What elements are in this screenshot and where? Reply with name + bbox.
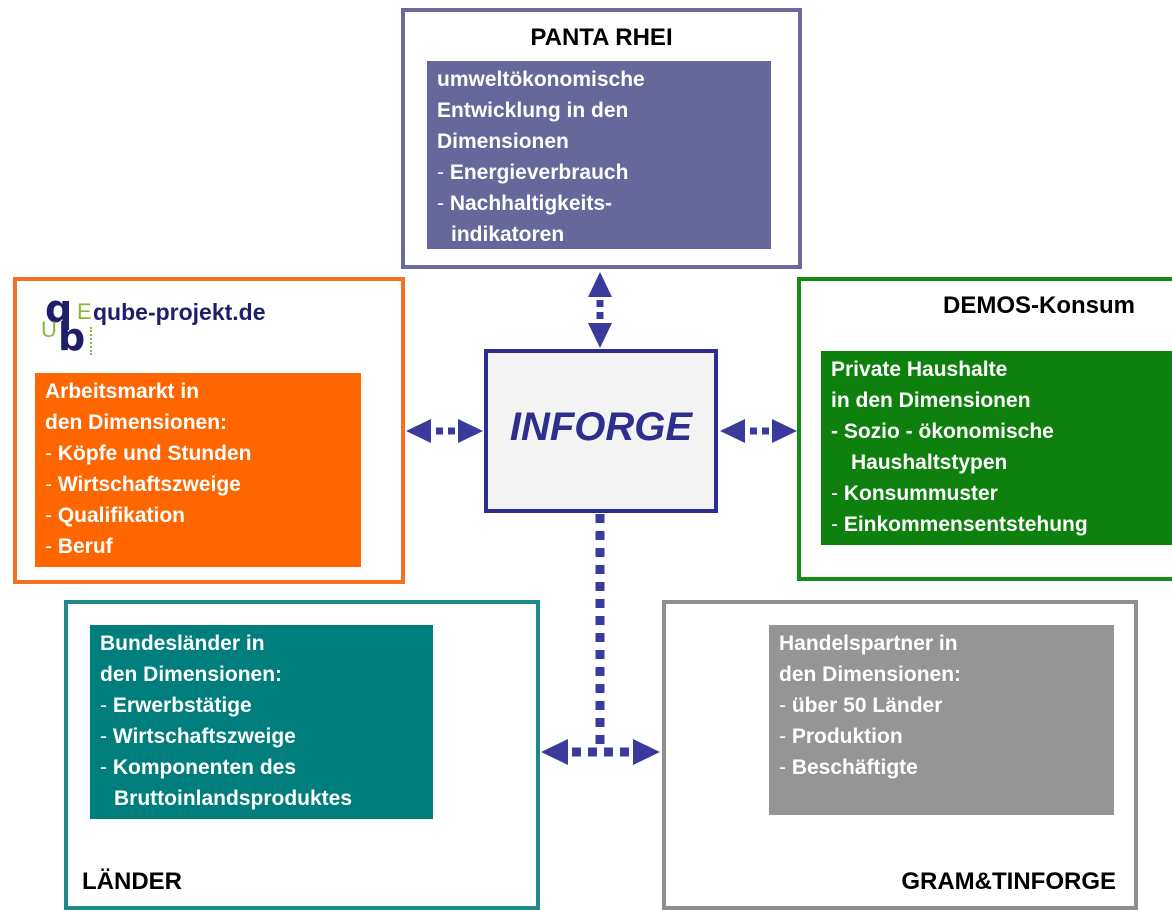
panta-line-1: umweltökonomische — [437, 68, 645, 91]
arrow-laender-gram — [541, 739, 660, 765]
gram-line-3: über 50 Länder — [791, 694, 943, 717]
gram-line-4: Produktion — [791, 725, 903, 748]
demos-line-3: - Sozio - ökonomische — [831, 420, 1054, 443]
gram-tinforge-title: GRAM&TINFORGE — [901, 868, 1116, 895]
panta-line-2: Entwicklung in den — [437, 99, 629, 122]
qube-panel: Arbeitsmarkt in den Dimensionen: - Köpfe… — [35, 373, 361, 567]
panta-line-4: Energieverbrauch — [449, 161, 629, 184]
demos-line-2: in den Dimensionen — [831, 389, 1031, 412]
qube-line-1: Arbeitsmarkt in — [45, 380, 200, 403]
arrow-panta-inforge — [588, 272, 612, 348]
laender-line-6: Bruttoinlandsproduktes — [114, 787, 353, 810]
qube-line-4: Wirtschaftszweige — [57, 473, 241, 496]
gram-tinforge-panel: Handelspartner in den Dimensionen: - übe… — [769, 625, 1114, 815]
gram-line-1: Handelspartner in — [779, 632, 958, 655]
inforge-label: INFORGE — [509, 405, 693, 449]
qube-line-5: Qualifikation — [57, 504, 186, 527]
panta-rhei-title: PANTA RHEI — [530, 24, 673, 51]
gram-tinforge-box: Handelspartner in den Dimensionen: - übe… — [662, 600, 1138, 910]
panta-rhei-box: PANTA RHEI umweltökonomische Entwicklung… — [401, 8, 802, 269]
laender-line-5: Komponenten des — [112, 756, 297, 779]
gram-line-5: Beschäftigte — [791, 756, 918, 779]
demos-konsum-title: DEMOS-Konsum — [943, 292, 1135, 319]
arrow-qube-inforge — [406, 419, 483, 443]
demos-line-5: Konsummuster — [843, 482, 998, 505]
laender-line-3: Erwerbstätige — [112, 694, 252, 717]
laender-title: LÄNDER — [82, 868, 182, 895]
demos-line-1: Private Haushalte — [831, 358, 1008, 381]
qube-line-6: Beruf — [57, 535, 113, 558]
inforge-box: INFORGE — [484, 349, 718, 513]
gram-line-2: den Dimensionen: — [779, 663, 962, 686]
qube-logo-text: qube-projekt.de — [93, 299, 266, 325]
qube-line-2: den Dimensionen: — [45, 411, 228, 434]
demos-konsum-panel: Private Haushalte in den Dimensionen - S… — [821, 351, 1172, 545]
laender-line-2: den Dimensionen: — [100, 663, 283, 686]
laender-line-1: Bundesländer in — [100, 632, 265, 655]
qube-line-3: Köpfe und Stunden — [57, 442, 252, 465]
panta-rhei-panel: umweltökonomische Entwicklung in den Dim… — [427, 61, 771, 249]
demos-line-6: Einkommensentstehung — [843, 513, 1088, 536]
panta-line-6: indikatoren — [451, 223, 565, 246]
panta-line-3: Dimensionen — [437, 130, 569, 153]
laender-line-4: Wirtschaftszweige — [112, 725, 296, 748]
demos-line-4: Haushaltstypen — [851, 451, 1008, 474]
panta-line-5: Nachhaltigkeits- — [449, 192, 613, 215]
demos-konsum-box: DEMOS-Konsum Private Haushalte in den Di… — [797, 277, 1172, 581]
arrow-inforge-demos — [720, 419, 797, 443]
laender-panel: Bundesländer in den Dimensionen: - Erwer… — [90, 625, 433, 819]
